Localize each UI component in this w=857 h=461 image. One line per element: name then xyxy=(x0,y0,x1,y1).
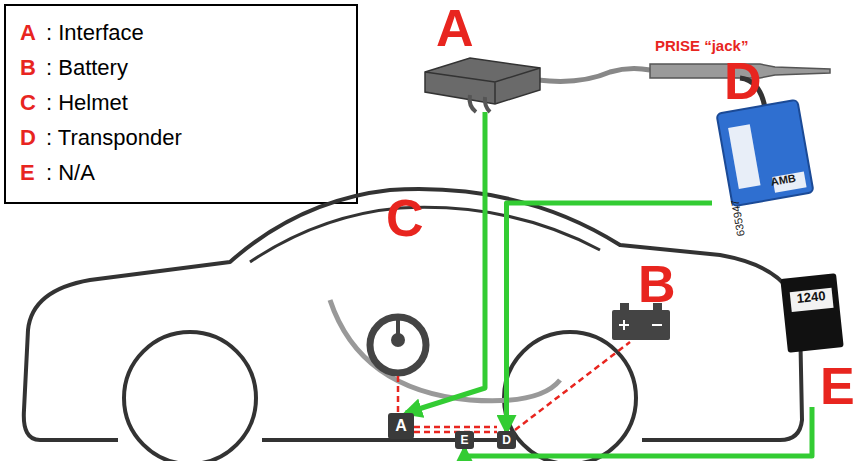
jack-cable xyxy=(538,68,650,81)
battery-terminal xyxy=(620,303,629,310)
battery-signs xyxy=(619,320,662,330)
part-letter: E xyxy=(820,360,855,412)
e-device xyxy=(780,273,843,352)
legend-text: : Battery xyxy=(46,57,128,79)
car-outline xyxy=(24,189,802,440)
legend-text: B xyxy=(20,57,36,79)
helmet xyxy=(370,317,426,373)
transponder-port: D xyxy=(497,431,516,449)
helmet-cable xyxy=(330,300,560,401)
transponder-device: D635947AMB xyxy=(712,55,817,207)
interface-port: A xyxy=(388,413,414,439)
helmet-mark xyxy=(396,318,400,340)
connection-arrow xyxy=(507,203,713,431)
part-letter: B xyxy=(638,258,676,310)
battery xyxy=(612,310,670,340)
node-text: 1240 xyxy=(796,289,826,305)
helmet-wire xyxy=(397,376,400,413)
wire xyxy=(414,426,497,429)
node-text: AMB xyxy=(770,173,797,188)
interface-cables xyxy=(470,95,490,112)
car-window-line xyxy=(250,207,600,262)
legend-text: : N/A xyxy=(46,162,95,184)
transponder xyxy=(716,100,813,207)
legend-text: : Helmet xyxy=(46,92,128,114)
legend-text: C xyxy=(20,92,36,114)
connection-arrow xyxy=(406,112,485,413)
connector-label: PRISE “jack” xyxy=(655,38,748,53)
front-wheel xyxy=(124,332,256,461)
e-device: 1240E xyxy=(780,272,852,407)
connection-arrow xyxy=(465,407,813,456)
legend-frame xyxy=(5,5,357,203)
part-letter: D xyxy=(724,55,762,107)
interface-device: A xyxy=(418,2,543,112)
node-text: E xyxy=(460,434,469,446)
legend-text: : Interface xyxy=(46,22,144,44)
node-text: D xyxy=(502,434,511,446)
interface-box xyxy=(425,58,540,104)
transponder-plate xyxy=(728,124,760,189)
part-letter: A xyxy=(436,2,474,54)
e-device-plate xyxy=(790,288,834,312)
part-letter: C xyxy=(386,192,424,244)
legend-text: A xyxy=(20,22,36,44)
legend-text: : Transponder xyxy=(46,127,182,149)
interface-box-edges xyxy=(425,68,540,104)
e-port: E xyxy=(455,431,474,449)
legend-text: E xyxy=(20,162,35,184)
node-text: A xyxy=(395,418,407,434)
battery-wire xyxy=(515,342,630,430)
legend-text: D xyxy=(20,127,36,149)
node-text: 635947 xyxy=(730,199,747,237)
